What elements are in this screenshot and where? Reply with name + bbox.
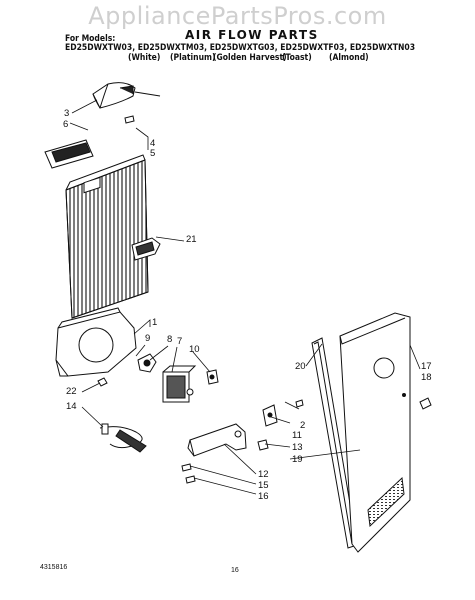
callout-13: 13 (292, 442, 303, 453)
callout-15: 15 (258, 480, 269, 491)
fan-motor-part (162, 365, 197, 403)
callout-21: 21 (186, 234, 197, 245)
color-almond: (Almond) (329, 53, 369, 63)
callout-2: 2 (300, 420, 306, 431)
watermark: AppliancePartsPros.com (88, 2, 387, 30)
callout-17: 17 (421, 361, 432, 372)
top-cover-part (92, 82, 161, 109)
motor-bracket-part (187, 423, 247, 457)
callout-7: 7 (177, 336, 183, 347)
model-list: ED25DWXTW03, ED25DWXTM03, ED25DWXTG03, E… (65, 43, 416, 53)
callout-6: 6 (63, 119, 69, 130)
callout-5: 5 (150, 148, 156, 159)
callout-18: 18 (421, 372, 432, 383)
callout-16: 16 (258, 491, 269, 502)
for-models-label: For Models: (65, 34, 116, 44)
air-duct-panel (65, 154, 149, 319)
wire-harness-part (99, 423, 147, 453)
color-platinum: (Platinum) (170, 53, 216, 63)
callout-12: 12 (258, 469, 269, 480)
callout-19: 19 (292, 454, 303, 465)
callout-20: 20 (295, 361, 306, 372)
callout-11: 11 (292, 430, 302, 441)
callout-4: 4 (150, 138, 156, 149)
clip-part (124, 115, 135, 124)
fan-shroud-part (55, 307, 137, 377)
callout-1: 1 (152, 317, 158, 328)
callout-22: 22 (66, 386, 77, 397)
document-number: 4315816 (40, 564, 68, 571)
callout-3: 3 (64, 108, 70, 119)
screw-22-part (97, 377, 108, 387)
color-white: (White) (128, 53, 161, 63)
color-golden-harvest: (Golden Harvest) (213, 53, 287, 63)
callout-8: 8 (167, 334, 173, 345)
callout-10: 10 (189, 344, 200, 355)
callout-14: 14 (66, 401, 77, 412)
grille-part (44, 139, 94, 169)
callout-9: 9 (145, 333, 151, 344)
page-title: AIR FLOW PARTS (185, 28, 319, 42)
color-toast: (Toast) (282, 53, 312, 63)
rear-panel-part (339, 312, 411, 553)
page-number: 16 (231, 567, 239, 574)
